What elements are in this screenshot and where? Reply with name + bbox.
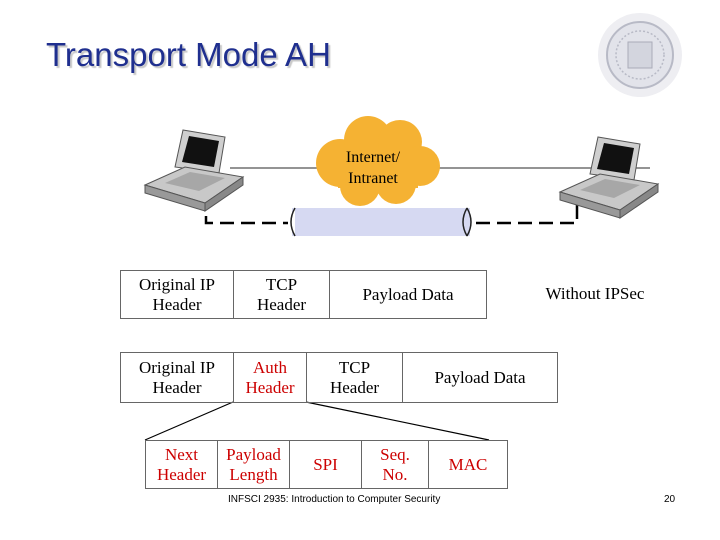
spi-field: SPI bbox=[289, 440, 362, 489]
auth-header-cell: Auth Header bbox=[233, 352, 307, 403]
slide-title: Transport Mode AH bbox=[46, 36, 331, 73]
payload-data-cell: Payload Data bbox=[329, 270, 487, 319]
university-seal-icon bbox=[598, 13, 682, 97]
laptop-icon bbox=[558, 136, 660, 219]
auth-header-expansion-lines bbox=[144, 401, 490, 441]
cloud-icon bbox=[316, 116, 440, 206]
page-number: 20 bbox=[664, 494, 676, 505]
original-ip-header-cell: Original IP Header bbox=[120, 352, 234, 403]
tcp-header-cell: TCP Header bbox=[233, 270, 330, 319]
laptop-icon bbox=[143, 129, 245, 212]
mac-field: MAC bbox=[428, 440, 508, 489]
next-header-field: Next Header bbox=[145, 440, 218, 489]
tcp-header-cell: TCP Header bbox=[306, 352, 403, 403]
sequence-number-field: Seq. No. bbox=[361, 440, 429, 489]
footer-text: INFSCI 2935: Introduction to Computer Se… bbox=[228, 494, 441, 505]
original-ip-header-cell: Original IP Header bbox=[120, 270, 234, 319]
cloud-label: Internet/ Intranet bbox=[345, 149, 401, 187]
tunnel-pipe bbox=[290, 207, 472, 237]
without-ipsec-label: Without IPSec bbox=[545, 284, 645, 303]
payload-length-field: Payload Length bbox=[217, 440, 290, 489]
payload-data-cell: Payload Data bbox=[402, 352, 558, 403]
